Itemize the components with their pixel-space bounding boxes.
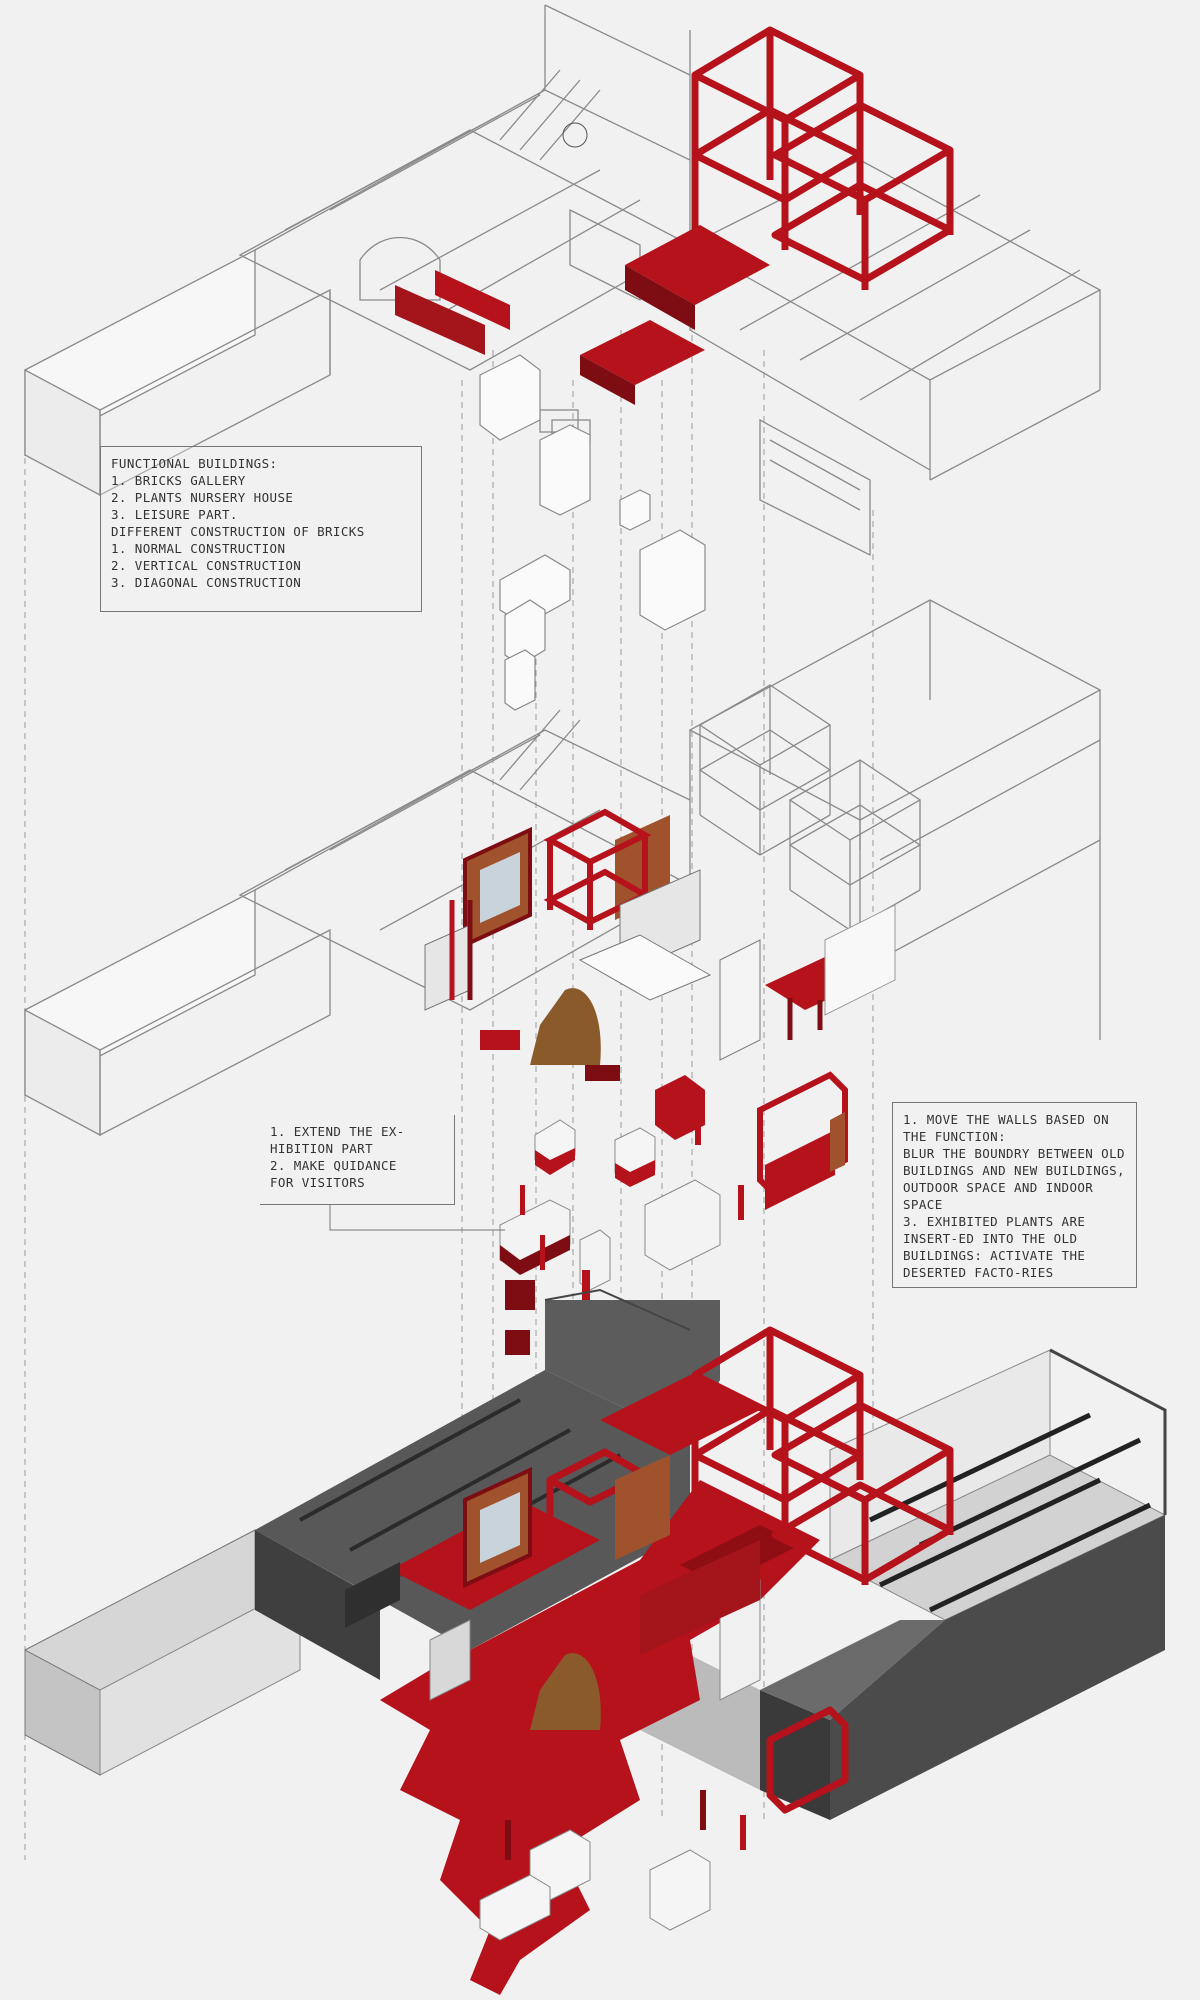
ghost-frame-2	[789, 759, 921, 931]
floating-display-cases	[499, 1115, 744, 1355]
bottom-layer-red-frames	[546, 1326, 954, 1814]
note-line: 1. NORMAL CONSTRUCTION	[111, 541, 286, 556]
note-line: 1. BRICKS GALLERY	[111, 473, 246, 488]
note-line: FOR VISITORS	[270, 1175, 366, 1190]
note-line: FUNCTIONAL BUILDINGS:	[111, 456, 278, 471]
note-line: 3. EXHIBITED PLANTS ARE INSERT-ED INTO T…	[903, 1214, 1086, 1280]
note-line: 3. LEISURE PART.	[111, 507, 238, 522]
note-line: 1. MOVE THE WALLS BASED ON THE FUNCTION:	[903, 1112, 1110, 1144]
note-line: 2. PLANTS NURSERY HOUSE	[111, 490, 294, 505]
middle-layer-existing-buildings	[24, 599, 1102, 1137]
top-layer-red-frames	[691, 26, 954, 290]
note-leader-lines	[329, 1205, 505, 1231]
note-line: 3. DIAGONAL CONSTRUCTION	[111, 575, 302, 590]
note-line: 1. EXTEND THE EX-	[270, 1124, 405, 1139]
note-line: HIBITION PART	[270, 1141, 374, 1156]
note-extend-exhibition: 1. EXTEND THE EX- HIBITION PART 2. MAKE …	[260, 1115, 455, 1205]
note-line: 2. MAKE QUIDANCE	[270, 1158, 397, 1173]
note-line: DIFFERENT CONSTRUCTION OF BRICKS	[111, 524, 365, 539]
middle-layer-inserted-elements	[424, 808, 896, 1210]
floating-blocks-upper	[479, 354, 706, 711]
note-move-walls: 1. MOVE THE WALLS BASED ON THE FUNCTION:…	[892, 1102, 1137, 1288]
bottom-layer-inserted-details	[345, 1455, 761, 1941]
note-line: BLUR THE BOUNDRY BETWEEN OLD BUILDINGS A…	[903, 1146, 1125, 1212]
note-functional-buildings: FUNCTIONAL BUILDINGS: 1. BRICKS GALLERY …	[100, 446, 422, 612]
note-line: 2. VERTICAL CONSTRUCTION	[111, 558, 302, 573]
top-layer-red-rooms	[395, 122, 770, 405]
